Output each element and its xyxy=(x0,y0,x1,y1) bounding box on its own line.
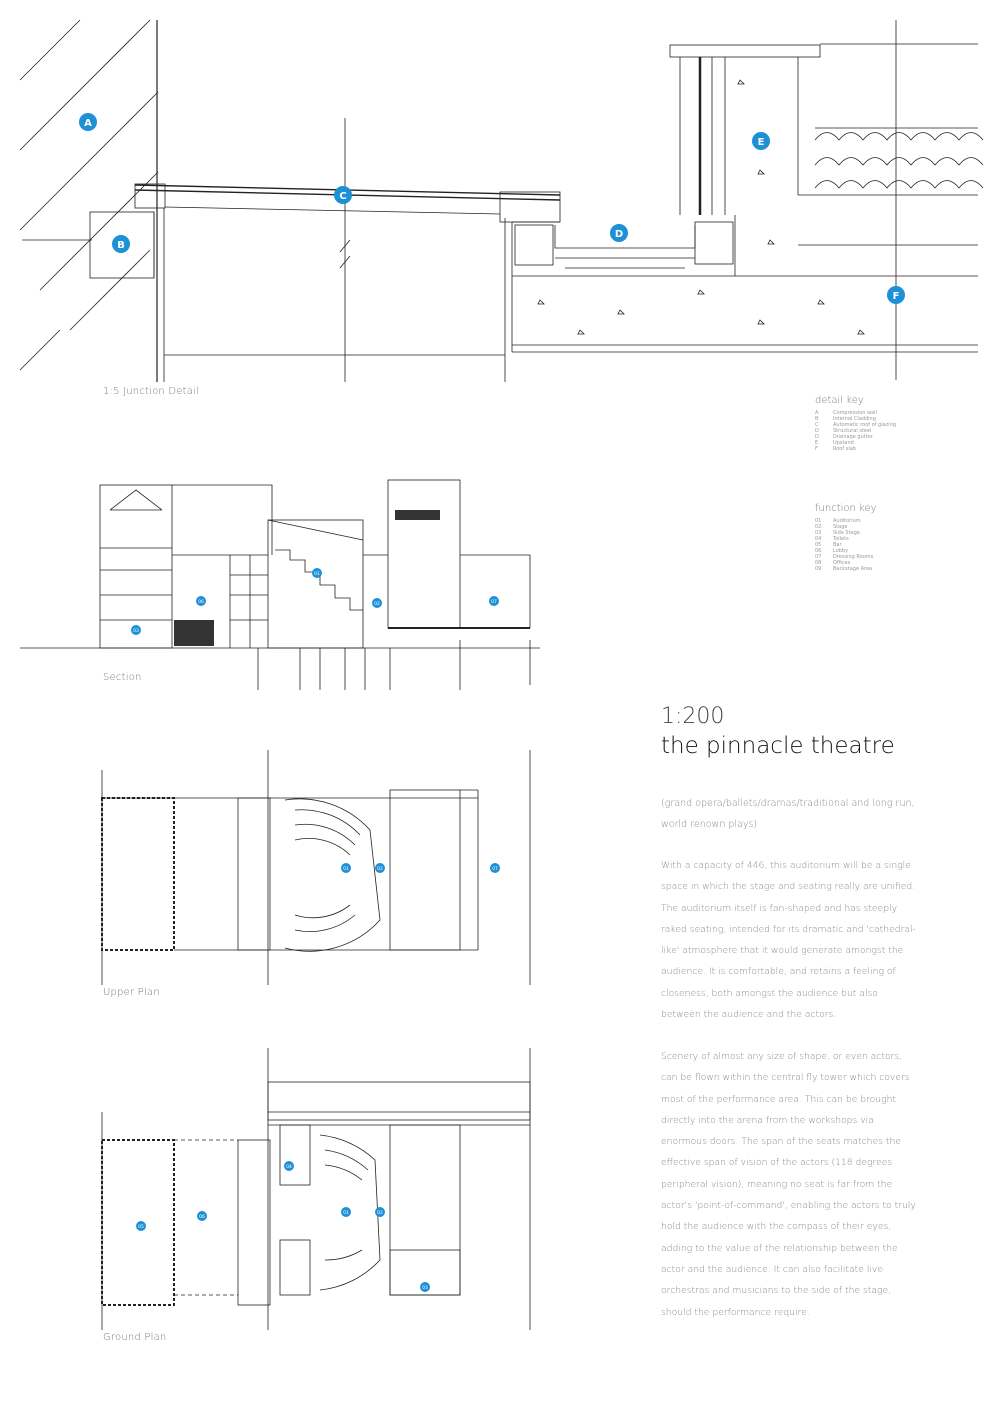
function-key-list: 01 Auditorium 02 Stage 03 Side Stage 04 Toilets… xyxy=(815,518,877,572)
description-paragraph-2: Scenery of almost any size of shape, or … xyxy=(661,1051,916,1318)
key-row: 07 Dressing Rooms xyxy=(815,554,877,560)
key-label: Drainage gutter xyxy=(833,434,873,440)
key-label: Stage xyxy=(833,524,848,530)
key-label: Auditorium xyxy=(833,518,861,524)
page-title: the pinnacle theatre xyxy=(661,733,895,759)
svg-text:02: 02 xyxy=(377,1210,383,1216)
svg-text:A: A xyxy=(84,118,92,129)
svg-text:05: 05 xyxy=(138,1224,144,1230)
key-label: Side Stage xyxy=(833,530,860,536)
key-row: D Drainage gutter xyxy=(815,434,896,440)
key-label: Toilets xyxy=(833,536,849,542)
svg-text:C: C xyxy=(339,191,346,202)
key-label: Bar xyxy=(833,542,842,548)
key-row: B Internal Cladding xyxy=(815,416,896,422)
key-row: E Upstand xyxy=(815,440,896,446)
svg-text:07: 07 xyxy=(492,866,498,872)
key-row: C Automatic roof of glazing xyxy=(815,422,896,428)
key-code: 08 xyxy=(815,560,822,566)
ground-plan-caption: Ground Plan xyxy=(103,1332,167,1343)
key-row: 03 Side Stage xyxy=(815,530,877,536)
key-code: 05 xyxy=(815,542,822,548)
scale-label: 1:200 xyxy=(661,704,725,729)
key-row: 02 Stage xyxy=(815,524,877,530)
key-code: 07 xyxy=(815,554,822,560)
svg-text:D: D xyxy=(615,229,623,240)
key-row: 05 Bar xyxy=(815,542,877,548)
key-row: D Structural steel xyxy=(815,428,896,434)
key-code: 06 xyxy=(815,548,822,554)
key-code: F xyxy=(815,446,818,452)
key-label: Structural steel xyxy=(833,428,872,434)
key-code: E xyxy=(815,440,819,446)
upper-plan-markers: 01 02 07 xyxy=(341,863,500,873)
junction-detail-caption: 1:5 Junction Detail xyxy=(103,386,199,397)
svg-text:07: 07 xyxy=(491,599,497,605)
key-label: Roof slab xyxy=(833,446,856,452)
key-row: 09 Backstage Area xyxy=(815,566,877,572)
upper-plan-drawing xyxy=(101,750,531,985)
key-code: A xyxy=(815,410,819,416)
key-row: 08 Offices xyxy=(815,560,877,566)
detail-markers: A B C D E F xyxy=(79,113,905,304)
key-label: Backstage Area xyxy=(833,566,873,572)
key-row: 06 Lobby xyxy=(815,548,877,554)
junction-detail-drawing xyxy=(19,19,984,382)
key-row: 01 Auditorium xyxy=(815,518,877,524)
section-drawing xyxy=(20,479,540,690)
svg-text:01: 01 xyxy=(343,866,349,872)
key-row: A Compression wall xyxy=(815,410,896,416)
svg-text:03: 03 xyxy=(422,1285,428,1291)
key-row: F Roof slab xyxy=(815,446,896,452)
svg-text:04: 04 xyxy=(286,1164,292,1170)
svg-text:06: 06 xyxy=(199,1214,205,1220)
ground-plan-markers: 01 02 03 04 05 06 xyxy=(136,1161,430,1292)
key-label: Automatic roof of glazing xyxy=(833,422,897,428)
svg-text:01: 01 xyxy=(314,571,320,577)
key-row: 04 Toilets xyxy=(815,536,877,542)
key-code: 09 xyxy=(815,566,822,572)
key-code: C xyxy=(815,422,819,428)
svg-text:01: 01 xyxy=(343,1210,349,1216)
key-label: Dressing Rooms xyxy=(833,554,874,560)
svg-text:B: B xyxy=(117,240,125,251)
upper-plan-caption: Upper Plan xyxy=(103,987,160,998)
key-label: Internal Cladding xyxy=(833,416,876,422)
key-code: 02 xyxy=(815,524,822,530)
svg-text:E: E xyxy=(758,137,765,148)
key-label: Compression wall xyxy=(833,410,877,416)
key-label: Lobby xyxy=(833,548,849,554)
key-label: Upstand xyxy=(833,440,854,446)
subtitle: (grand opera/ballets/dramas/traditional … xyxy=(661,798,915,830)
key-code: 01 xyxy=(815,518,822,524)
detail-key-title: detail key xyxy=(815,395,864,406)
svg-text:02: 02 xyxy=(374,601,380,607)
key-code: 04 xyxy=(815,536,822,542)
key-code: D xyxy=(815,428,819,434)
section-caption: Section xyxy=(103,672,142,683)
svg-text:02: 02 xyxy=(377,866,383,872)
description-paragraph-1: With a capacity of 446, this auditorium … xyxy=(661,860,916,1021)
section-markers: 01 02 03 06 07 xyxy=(131,568,499,635)
svg-text:F: F xyxy=(893,291,900,302)
svg-text:06: 06 xyxy=(198,599,204,605)
key-code: 03 xyxy=(815,530,822,536)
ground-plan-drawing xyxy=(101,1048,531,1330)
key-code: D xyxy=(815,434,819,440)
key-code: B xyxy=(815,416,819,422)
function-key: function key 01 Auditorium 02 Stage 03 Side S… xyxy=(815,503,877,572)
key-label: Offices xyxy=(833,560,851,566)
svg-text:03: 03 xyxy=(133,628,139,634)
function-key-title: function key xyxy=(815,503,877,514)
